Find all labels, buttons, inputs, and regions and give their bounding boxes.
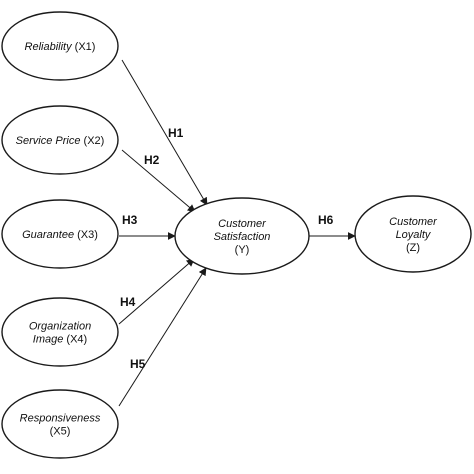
edge-label-h5: H5 (130, 357, 146, 371)
node-label-italic: Customer (389, 216, 438, 228)
edge-arrow-h2 (121, 149, 196, 213)
node-ellipse-z (354, 195, 472, 273)
node-x3: Guarantee (X3) (1, 199, 119, 269)
edge-arrow-h5 (118, 267, 207, 407)
node-label-plain: (X1) (72, 41, 96, 53)
node-label-italic: Responsiveness (20, 413, 101, 425)
edge-h4: H4 (118, 258, 195, 325)
nodes-layer: Reliability (X1) Service Price (X2) Guaran… (1, 11, 472, 459)
node-label-plain: (Z) (406, 242, 420, 254)
node-label-x4-line-1: Image (X4) (33, 334, 87, 346)
node-label-italic: Customer (218, 218, 267, 230)
edge-h1: H1 (121, 59, 208, 206)
edge-arrow-h1 (121, 59, 208, 206)
node-label-z-line-2: (Z) (406, 242, 420, 254)
node-label-italic: Organization (29, 321, 91, 333)
node-label-italic: Loyalty (396, 229, 432, 241)
node-label-x2-line-0: Service Price (X2) (16, 135, 105, 147)
node-label-x5-line-1: (X5) (50, 426, 71, 438)
node-x2: Service Price (X2) (1, 105, 119, 175)
node-label-plain: (X2) (80, 135, 104, 147)
node-ellipse-x3 (1, 199, 119, 269)
node-label-x5-line-0: Responsiveness (20, 413, 101, 425)
node-label-italic: Service Price (16, 135, 81, 147)
node-ellipse-y (174, 197, 310, 275)
node-label-x3-line-0: Guarantee (X3) (22, 229, 98, 241)
edge-arrow-h4 (118, 258, 195, 325)
node-label-x1-line-0: Reliability (X1) (25, 41, 96, 53)
node-label-plain: (X5) (50, 426, 71, 438)
node-label-y-line-1: Satisfaction (214, 231, 271, 243)
node-ellipse-x1 (1, 11, 119, 81)
edge-label-h2: H2 (144, 153, 160, 167)
node-label-plain: (Y) (235, 244, 250, 256)
node-label-plain: (X4) (63, 334, 87, 346)
node-label-z-line-0: Customer (389, 216, 438, 228)
node-label-z-line-1: Loyalty (396, 229, 432, 241)
edge-label-h3: H3 (122, 213, 138, 227)
node-label-italic: Image (33, 334, 64, 346)
node-ellipse-x2 (1, 105, 119, 175)
node-label-y-line-0: Customer (218, 218, 267, 230)
node-label-italic: Satisfaction (214, 231, 271, 243)
node-label-x4-line-0: Organization (29, 321, 91, 333)
edge-label-h4: H4 (120, 295, 136, 309)
node-ellipse-x4 (1, 297, 119, 367)
edge-h2: H2 (121, 149, 196, 213)
edge-h6: H6 (309, 213, 356, 240)
edge-h3: H3 (119, 213, 176, 240)
node-label-italic: Reliability (25, 41, 74, 53)
node-x1: Reliability (X1) (1, 11, 119, 81)
node-label-plain: (X3) (74, 229, 98, 241)
edge-label-h1: H1 (168, 126, 184, 140)
node-label-y-line-2: (Y) (235, 244, 250, 256)
node-label-italic: Guarantee (22, 229, 74, 241)
edge-label-h6: H6 (318, 213, 334, 227)
node-x5: Responsiveness(X5) (1, 389, 119, 459)
node-ellipse-x5 (1, 389, 119, 459)
edge-h5: H5 (118, 267, 207, 407)
